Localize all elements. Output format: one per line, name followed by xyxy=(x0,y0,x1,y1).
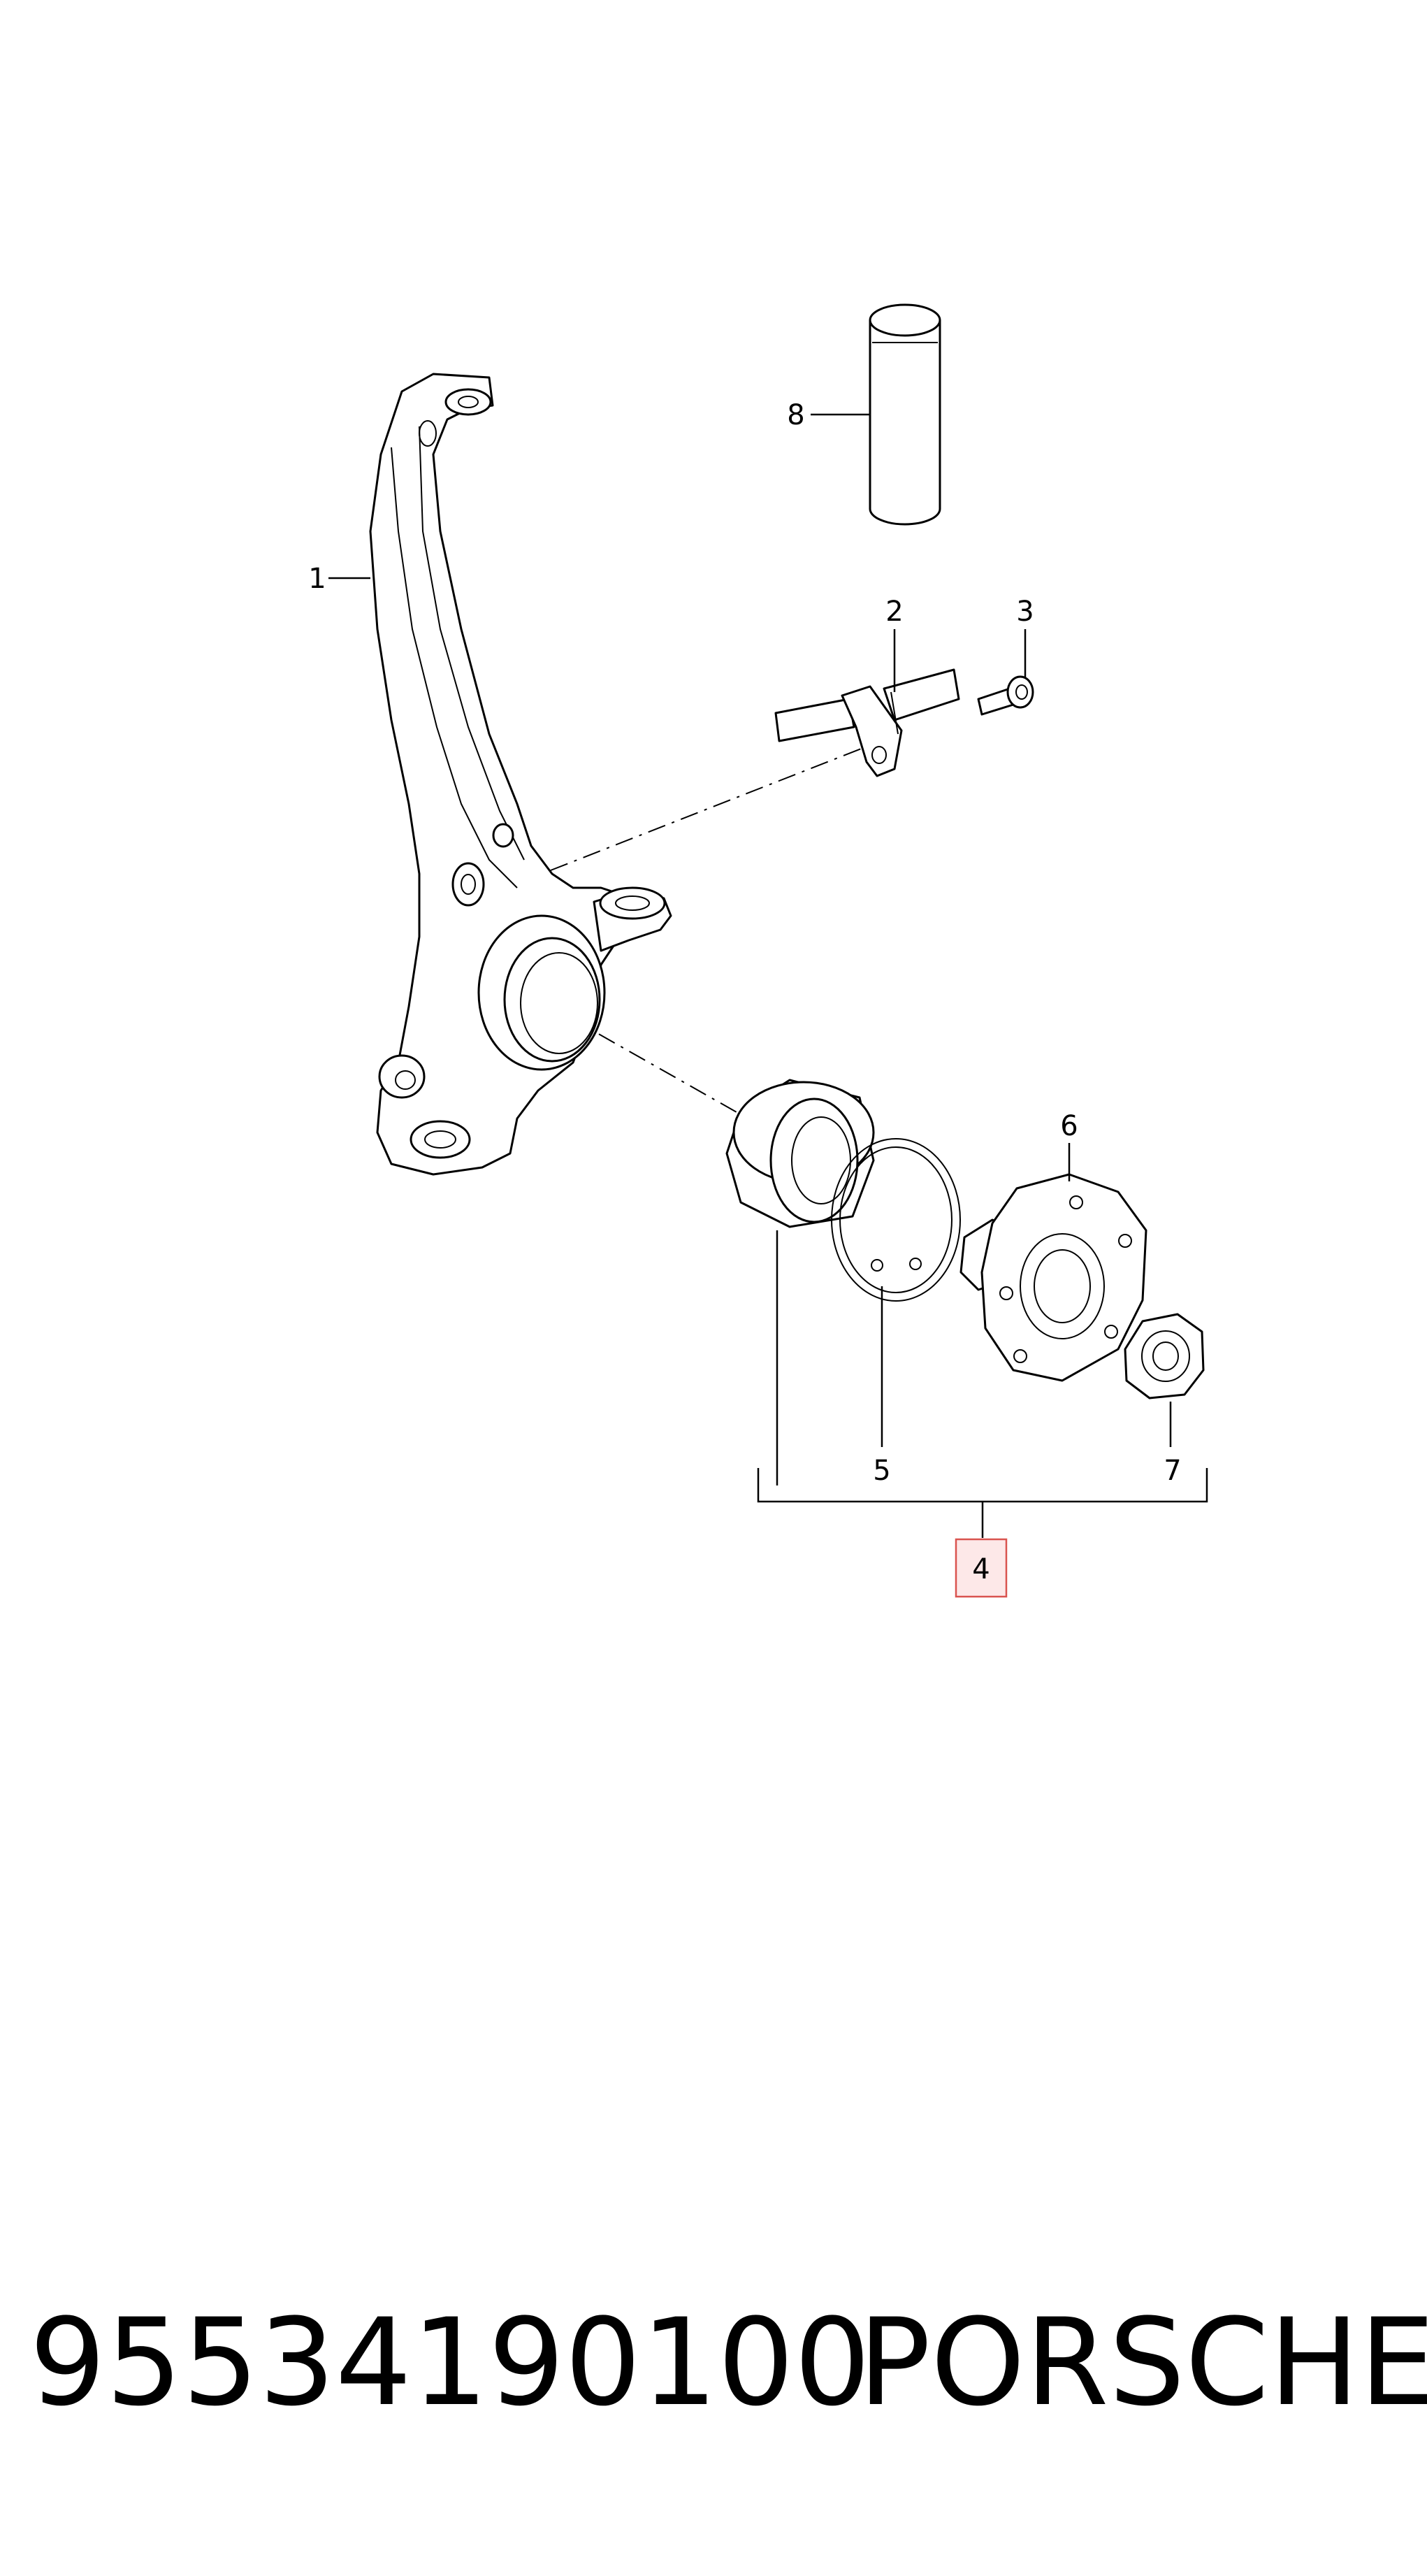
callout-8: 8 xyxy=(787,399,804,431)
footer-caption: 95534190100 PORSCHE xyxy=(0,2286,1427,2440)
callout-3: 3 xyxy=(1016,596,1034,628)
part-7-nut xyxy=(1124,1313,1205,1399)
part-6-wheel-hub xyxy=(959,1173,1147,1382)
assembly-bracket-4 xyxy=(757,1468,1208,1503)
part-4-wheel-bearing xyxy=(725,1079,875,1228)
brand-name: PORSCHE xyxy=(858,2292,1427,2433)
callout-7: 7 xyxy=(1164,1455,1181,1487)
part-number: 95534190100 xyxy=(29,2292,871,2433)
callout-4-highlight-box[interactable] xyxy=(955,1538,1008,1598)
part-2-abs-sensor xyxy=(774,668,960,777)
part-1-steering-knuckle xyxy=(369,373,672,1176)
part-8-pin xyxy=(869,303,941,526)
callout-2: 2 xyxy=(885,596,903,628)
callout-5: 5 xyxy=(873,1455,890,1487)
part-5-circlip xyxy=(831,1138,961,1302)
callout-6: 6 xyxy=(1060,1110,1078,1142)
alignment-line-sensor xyxy=(550,746,867,871)
callout-4: 4 xyxy=(972,1553,990,1585)
part-3-bolt xyxy=(977,675,1034,716)
callout-1: 1 xyxy=(308,563,326,595)
